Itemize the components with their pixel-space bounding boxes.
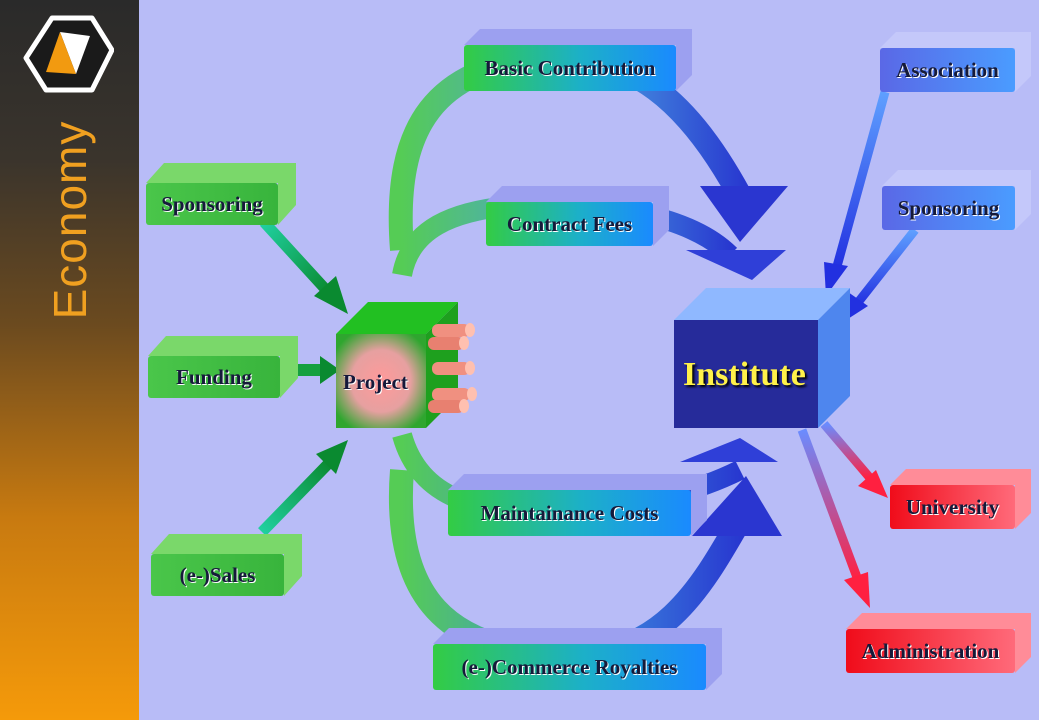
- contract-fees-arrowhead: [686, 250, 786, 280]
- funding-label: Funding: [148, 356, 280, 398]
- sponsoring-right-label: Sponsoring: [882, 186, 1015, 230]
- basic-contribution-box: Basic Contribution: [464, 29, 692, 91]
- sponsoring-right-box: Sponsoring: [882, 170, 1031, 230]
- ecommerce-royalties-box: (e-)Commerce Royalties: [433, 628, 722, 690]
- association-arrowhead: [824, 262, 848, 296]
- project-label: Project: [343, 370, 408, 394]
- institute-to-university-arrow: [820, 421, 874, 481]
- association-label: Association: [880, 48, 1015, 92]
- maintainance-costs-arrowhead: [680, 438, 778, 462]
- basic-contribution-label: Basic Contribution: [464, 45, 676, 91]
- university-label: University: [890, 485, 1015, 529]
- administration-label: Administration: [846, 629, 1015, 673]
- institute-label: Institute: [683, 356, 806, 393]
- basic-contribution-arrowhead: [700, 186, 788, 242]
- maintainance-costs-label: Maintainance Costs: [448, 490, 691, 536]
- esales-box: (e-)Sales: [151, 534, 302, 596]
- funding-arrowhead: [320, 356, 340, 384]
- maintainance-costs-box: Maintainance Costs: [448, 474, 707, 536]
- logo-icon: [23, 15, 114, 93]
- administration-arrowhead: [844, 572, 870, 608]
- esales-to-project-arrow: [258, 458, 334, 536]
- university-box: University: [890, 469, 1031, 529]
- sponsoring-to-institute-arrow: [852, 227, 919, 308]
- funding-to-project-arrow: [298, 364, 324, 376]
- sidebar: Economy: [0, 0, 139, 720]
- sponsoring-left-box: Sponsoring: [146, 163, 296, 225]
- sponsoring-arrowhead: [314, 276, 348, 314]
- institute-to-administration-arrow: [797, 428, 863, 582]
- institute-cube: [674, 288, 850, 428]
- ecommerce-royalties-label: (e-)Commerce Royalties: [433, 644, 706, 690]
- project-pipes: [428, 323, 477, 413]
- sponsoring-left-label: Sponsoring: [146, 183, 278, 225]
- esales-label: (e-)Sales: [151, 554, 284, 596]
- contract-fees-box: Contract Fees: [486, 186, 669, 246]
- ecommerce-royalties-arrowhead: [692, 476, 782, 536]
- contract-fees-label: Contract Fees: [486, 202, 653, 246]
- association-box: Association: [880, 32, 1031, 92]
- association-to-institute-arrow: [831, 90, 890, 272]
- sponsoring-to-project-arrow: [259, 218, 333, 296]
- university-arrowhead: [858, 470, 888, 498]
- esales-arrowhead: [316, 440, 348, 474]
- funding-box: Funding: [148, 336, 298, 398]
- administration-box: Administration: [846, 613, 1031, 673]
